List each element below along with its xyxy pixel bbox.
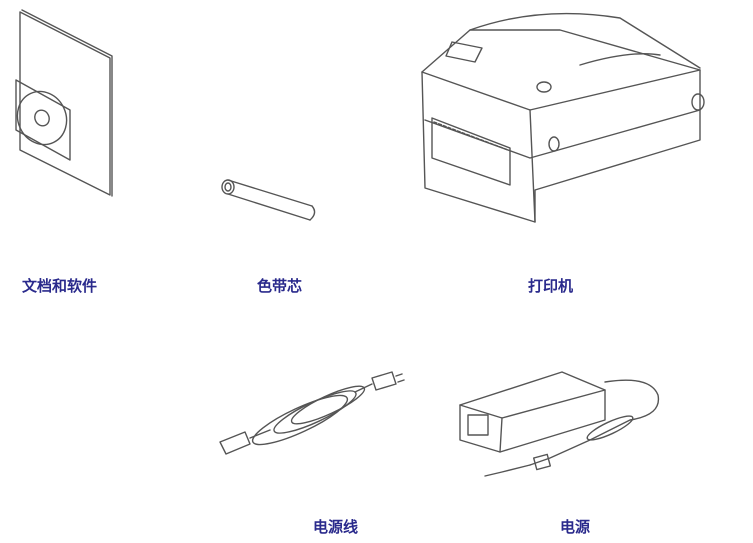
item-label: 文档和软件 [22, 277, 98, 295]
item-label: 色带芯 [257, 277, 303, 295]
item-label: 电源线 [313, 518, 359, 536]
item-label: 电源 [560, 518, 591, 536]
power-adapter-icon [459, 371, 660, 477]
power-cord-icon [219, 371, 405, 455]
ribbon-core-tube-icon [221, 179, 316, 221]
item-label: 打印机 [528, 277, 574, 295]
label-printer-icon [421, 12, 705, 223]
manual-with-cd-icon [15, 9, 113, 197]
